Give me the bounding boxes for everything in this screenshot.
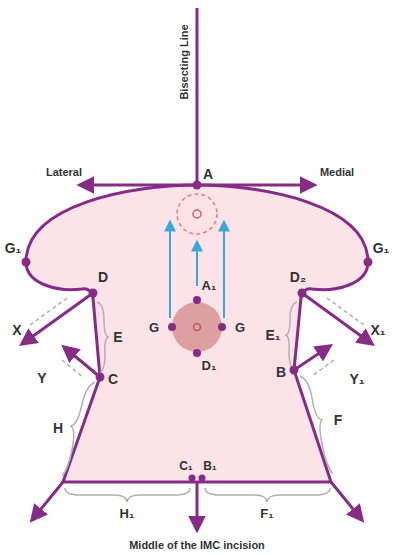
transposition-arrow bbox=[196, 242, 198, 286]
length-label: F bbox=[334, 413, 343, 427]
direction-arrow bbox=[64, 347, 100, 377]
direction-arrow bbox=[22, 293, 93, 344]
direction-label: Lateral bbox=[46, 167, 82, 178]
length-label: F₁ bbox=[260, 507, 273, 520]
direction-label: Medial bbox=[320, 167, 354, 178]
length-label: H₁ bbox=[120, 507, 135, 520]
landmark-dot bbox=[89, 289, 98, 298]
landmark-dot bbox=[193, 181, 202, 190]
direction-arrow bbox=[196, 482, 199, 530]
point-label: C bbox=[108, 372, 118, 386]
landmark-dot bbox=[290, 366, 299, 375]
landmark-dot bbox=[168, 323, 176, 331]
dashed-guide bbox=[312, 360, 334, 376]
dashed-guide bbox=[324, 296, 364, 325]
length-brace bbox=[300, 376, 333, 474]
point-label: C₁ bbox=[179, 460, 193, 472]
landmark-dot bbox=[189, 475, 196, 482]
dashed-guide bbox=[30, 296, 70, 325]
point-label: G₁ bbox=[373, 241, 390, 255]
point-label: B₁ bbox=[203, 460, 217, 472]
landmark-dot bbox=[193, 296, 201, 304]
transposition-arrow bbox=[223, 222, 225, 318]
vector-label: X bbox=[12, 323, 21, 337]
length-brace bbox=[65, 488, 190, 502]
point-label: D bbox=[98, 270, 108, 284]
direction-arrow bbox=[32, 482, 63, 520]
caption-label: Middle of the IMC incision bbox=[129, 540, 265, 551]
nipple bbox=[194, 324, 201, 331]
vector-label: Y₁ bbox=[349, 372, 364, 386]
landmark-dot bbox=[199, 475, 206, 482]
point-label: B bbox=[276, 365, 286, 379]
length-label: H bbox=[53, 421, 63, 435]
areola bbox=[172, 302, 222, 352]
landmark-dot bbox=[364, 258, 373, 267]
axis-label: Bisecting Line bbox=[179, 24, 190, 99]
point-label: A₁ bbox=[202, 279, 217, 292]
point-label: G bbox=[235, 321, 245, 334]
landmark-dot bbox=[298, 289, 307, 298]
bisecting-line bbox=[196, 8, 199, 185]
dashed-guide bbox=[62, 360, 84, 378]
point-label: D₁ bbox=[202, 359, 217, 372]
point-label: G bbox=[149, 321, 159, 334]
direction-arrow bbox=[302, 293, 372, 344]
length-brace bbox=[285, 302, 297, 368]
point-label: A bbox=[203, 167, 213, 181]
vector-label: Y bbox=[37, 371, 46, 385]
length-brace bbox=[205, 488, 330, 502]
transposition-arrow bbox=[169, 222, 171, 318]
point-label: D₂ bbox=[290, 270, 306, 284]
length-brace bbox=[97, 302, 109, 372]
new-nipple-position bbox=[193, 210, 201, 218]
landmark-dot bbox=[22, 258, 31, 267]
landmark-dot bbox=[218, 323, 226, 331]
vector-label: X₁ bbox=[370, 323, 385, 337]
lateral-medial-axis bbox=[197, 184, 314, 187]
length-brace bbox=[62, 382, 95, 476]
lateral-medial-axis bbox=[80, 184, 197, 187]
breast-outline bbox=[26, 185, 368, 482]
point-label: G₁ bbox=[5, 241, 22, 255]
landmark-dot bbox=[96, 373, 105, 382]
direction-arrow bbox=[331, 482, 362, 520]
length-label: E bbox=[113, 330, 122, 344]
direction-arrow bbox=[294, 346, 330, 370]
new-areola-position bbox=[177, 194, 217, 234]
length-label: E₁ bbox=[265, 328, 280, 342]
landmark-dot bbox=[193, 349, 201, 357]
